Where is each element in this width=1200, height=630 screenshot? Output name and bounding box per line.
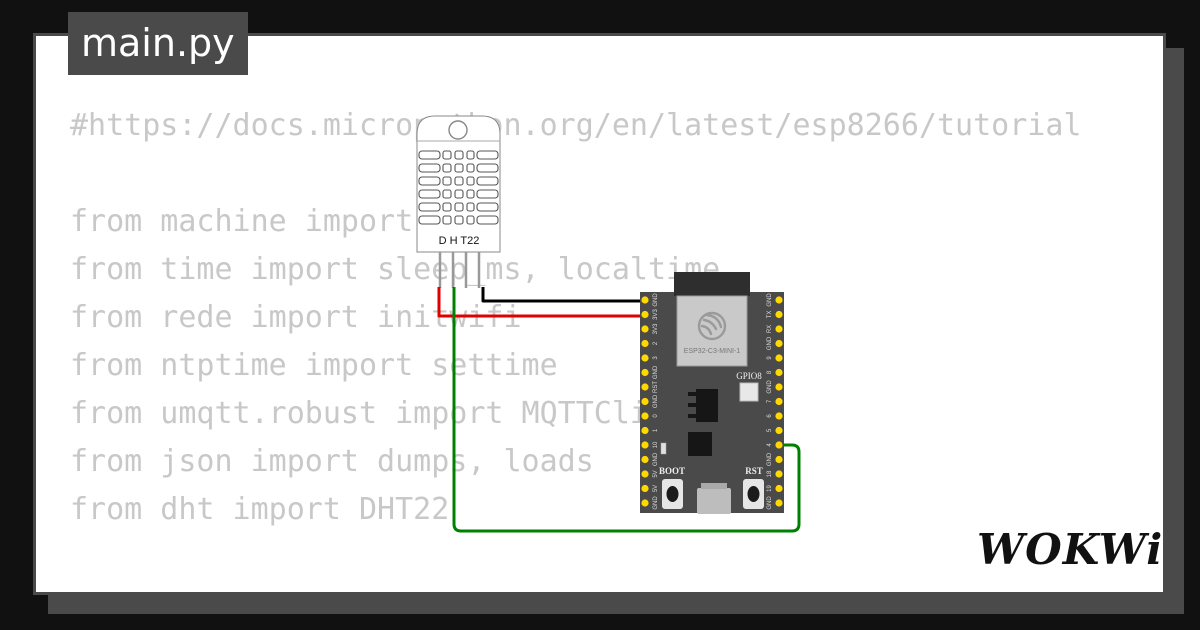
pin-gnd[interactable] [775,455,783,464]
pin-gnd[interactable] [641,296,649,304]
code-line: from time import sleep_ms, localtime [70,252,721,287]
pin-label: GND [767,336,773,350]
code-preview: #https://docs.micropython.org/en/latest/… [70,102,1082,592]
code-line: from rede import initwifi [70,300,522,335]
pin-8[interactable] [775,368,783,377]
gpio8-led[interactable] [739,382,759,402]
pin-label: 10 [653,441,659,448]
pin-gnd[interactable] [775,296,783,304]
code-line: prefixo = 'webhook-site-topic' [70,582,1081,592]
pin-label: RST [653,381,659,393]
power-wire[interactable] [437,287,645,318]
module-label: ESP32-C3-MINI-1 [684,348,741,355]
pin-5v[interactable] [641,470,649,478]
gpio8-label: GPIO8 [736,371,762,381]
pin-5[interactable] [775,426,783,435]
pin-label: 18 [767,470,773,477]
pin-label: 3 [653,356,659,360]
code-line: from json import dumps, loads [70,444,594,479]
code-line: from dht import DHT22 [70,492,450,527]
pin-label: 0 [653,414,659,418]
pin-3v3[interactable] [641,310,649,319]
pin-18[interactable] [775,470,783,478]
pin-label: 19 [767,485,773,492]
pin-gnd[interactable] [775,339,783,348]
pin-label: 7 [767,399,773,403]
pin-label: GND [653,365,659,379]
voltage-regulator-icon [688,389,718,422]
pin-1[interactable] [641,426,649,435]
sensor-label: D H T22 [439,235,480,247]
pin-label: 3V3 [653,309,659,320]
data-wire[interactable] [452,287,801,533]
pin-rst[interactable] [641,383,649,391]
espressif-logo-icon [697,311,727,341]
pin-label: 5V [653,470,659,477]
pin-label: GND [653,293,659,307]
pin-label: 4 [767,443,773,447]
pin-gnd[interactable] [775,499,783,507]
dht22-sensor[interactable]: D H T22 [416,115,501,288]
pin-label: GND [767,496,773,510]
pin-7[interactable] [775,397,783,406]
ground-wire[interactable] [481,287,645,303]
pin-label: 3V3 [653,323,659,334]
pin-label: 5V [653,485,659,492]
pin-gnd[interactable] [641,368,649,377]
pin-2[interactable] [641,339,649,348]
pin-label: 2 [653,341,659,345]
pin-label: 5 [767,428,773,432]
esp32-c3-board[interactable]: ESP32-C3-MINI-1 GPIO8 BOOT RST GND 3V3 3V3… [640,272,784,514]
pin-label: 1 [653,428,659,432]
code-line: #https://docs.micropython.org/en/latest/… [70,108,1082,143]
rst-label: RST [745,466,763,476]
pin-19[interactable] [775,484,783,493]
pin-3[interactable] [641,354,649,362]
pin-gnd[interactable] [641,499,649,507]
pin-label: GND [767,452,773,466]
chip-icon [688,432,712,456]
pin-6[interactable] [775,412,783,420]
pin-label: TX [767,311,773,319]
pin-gnd[interactable] [641,397,649,406]
code-line: from ntptime import settime [70,348,558,383]
pin-9[interactable] [775,354,783,362]
pin-gnd[interactable] [641,455,649,464]
smd-component [660,442,667,455]
pin-label: GND [653,394,659,408]
wokwi-logo: WOKWi [977,525,1164,574]
pin-3v3[interactable] [641,325,649,333]
pin-0[interactable] [641,412,649,420]
project-card: #https://docs.micropython.org/en/latest/… [33,33,1166,595]
pin-label: GND [767,293,773,307]
pin-label: GND [767,380,773,394]
pin-tx[interactable] [775,310,783,319]
usb-connector[interactable] [697,483,731,514]
pin-gnd[interactable] [775,383,783,391]
pin-rx[interactable] [775,325,783,333]
pin-10[interactable] [641,441,649,449]
pin-4[interactable] [775,441,783,449]
file-tab[interactable]: main.py [68,12,248,75]
pin-label: GND [653,452,659,466]
pin-5v[interactable] [641,484,649,493]
pin-label: 9 [767,356,773,360]
boot-label: BOOT [659,466,685,476]
pin-label: RX [767,325,773,333]
pin-label: 8 [767,370,773,374]
pin-label: GND [653,496,659,510]
pin-label: 6 [767,414,773,418]
